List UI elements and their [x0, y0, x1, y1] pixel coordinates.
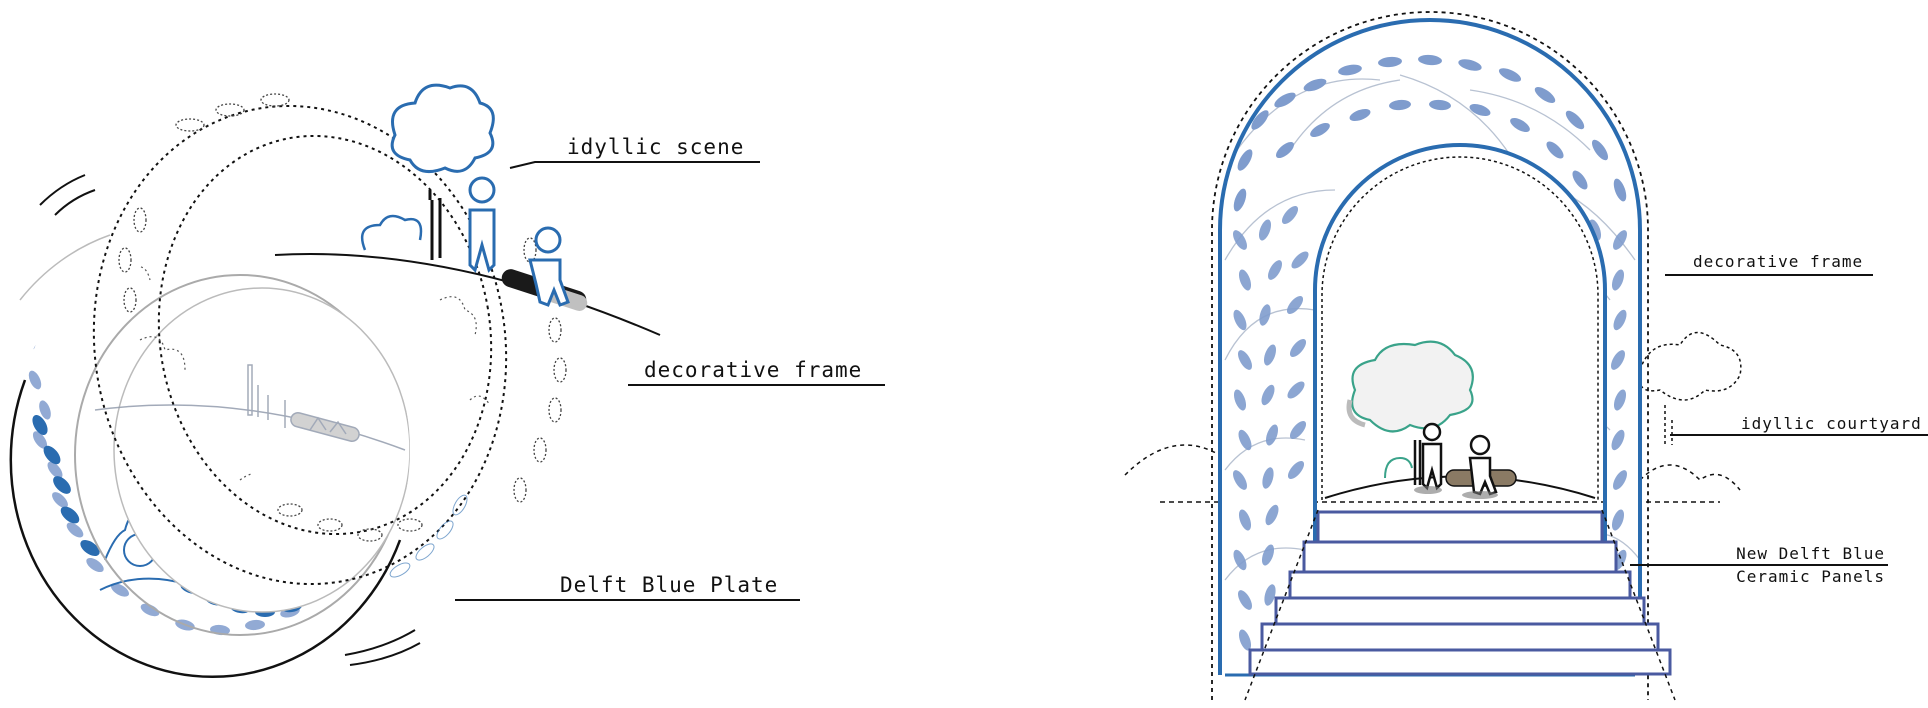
label-panels-line1: New Delft Blue — [1736, 544, 1885, 563]
delft-blue-plate-drawing — [9, 83, 885, 679]
idyllic-scene-figures — [274, 83, 661, 336]
plate-pattern — [10, 235, 410, 665]
stairs — [1248, 510, 1672, 676]
ceramic-arch-drawing — [1124, 11, 1928, 701]
label-panels-line2: Ceramic Panels — [1736, 567, 1885, 586]
label-decorative-frame-right: decorative frame — [1693, 252, 1864, 271]
label-decorative-frame-left: decorative frame — [644, 358, 863, 382]
label-delft-blue-plate: Delft Blue Plate — [560, 573, 779, 597]
label-idyllic-scene: idyllic scene — [567, 135, 745, 159]
label-idyllic-courtyard: idyllic courtyard — [1741, 414, 1922, 433]
idyllic-courtyard-scene — [1324, 340, 1596, 499]
